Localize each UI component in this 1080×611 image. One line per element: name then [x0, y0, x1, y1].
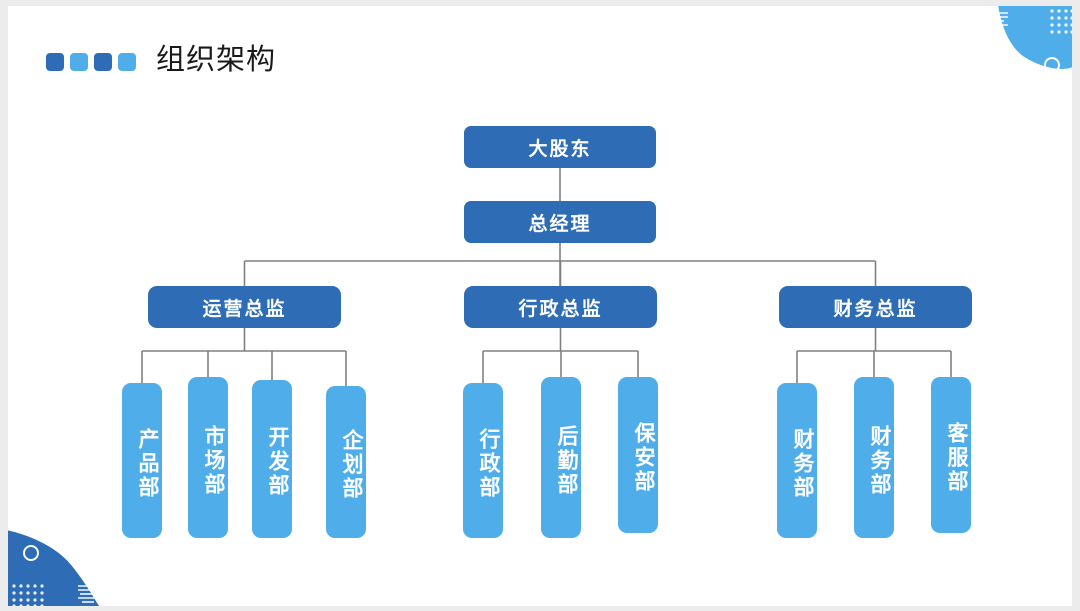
org-node-dept-service[interactable]: 客服部	[931, 377, 971, 533]
connector-lines	[141, 168, 952, 386]
title-square-1	[46, 53, 64, 71]
slide-canvas: 组织架构 大股东总经理运营总监 行政总监 财务总监产品部市场部开发部企划部 行政部后勤…	[8, 6, 1072, 606]
org-node-fin-director[interactable]: 财务总监	[779, 286, 972, 328]
org-node-ops-director[interactable]: 运营总监	[148, 286, 341, 328]
org-node-shareholder[interactable]: 大股东	[464, 126, 656, 168]
org-node-dept-market[interactable]: 市场部	[188, 377, 228, 538]
title-square-4	[118, 53, 136, 71]
title-square-2	[70, 53, 88, 71]
org-node-dept-finance-2[interactable]: 财务部	[854, 377, 894, 538]
org-chart: 大股东总经理运营总监 行政总监 财务总监产品部市场部开发部企划部 行政部后勤部保安部 财…	[8, 6, 1072, 606]
title-square-group	[46, 53, 136, 71]
org-node-gm[interactable]: 总经理	[464, 201, 656, 243]
title-square-3	[94, 53, 112, 71]
org-node-dept-security[interactable]: 保安部	[618, 377, 658, 533]
org-node-dept-logistics[interactable]: 后勤部	[541, 377, 581, 538]
org-node-dept-product[interactable]: 产品部	[122, 383, 162, 538]
slide-header: 组织架构	[8, 36, 276, 84]
org-node-dept-planning[interactable]: 企划部	[326, 386, 366, 538]
org-node-dept-admin[interactable]: 行政部	[463, 383, 503, 538]
org-node-dept-dev[interactable]: 开发部	[252, 380, 292, 538]
org-node-dept-finance-1[interactable]: 财务部	[777, 383, 817, 538]
org-node-admin-director[interactable]: 行政总监	[464, 286, 657, 328]
page-title: 组织架构	[156, 43, 277, 76]
